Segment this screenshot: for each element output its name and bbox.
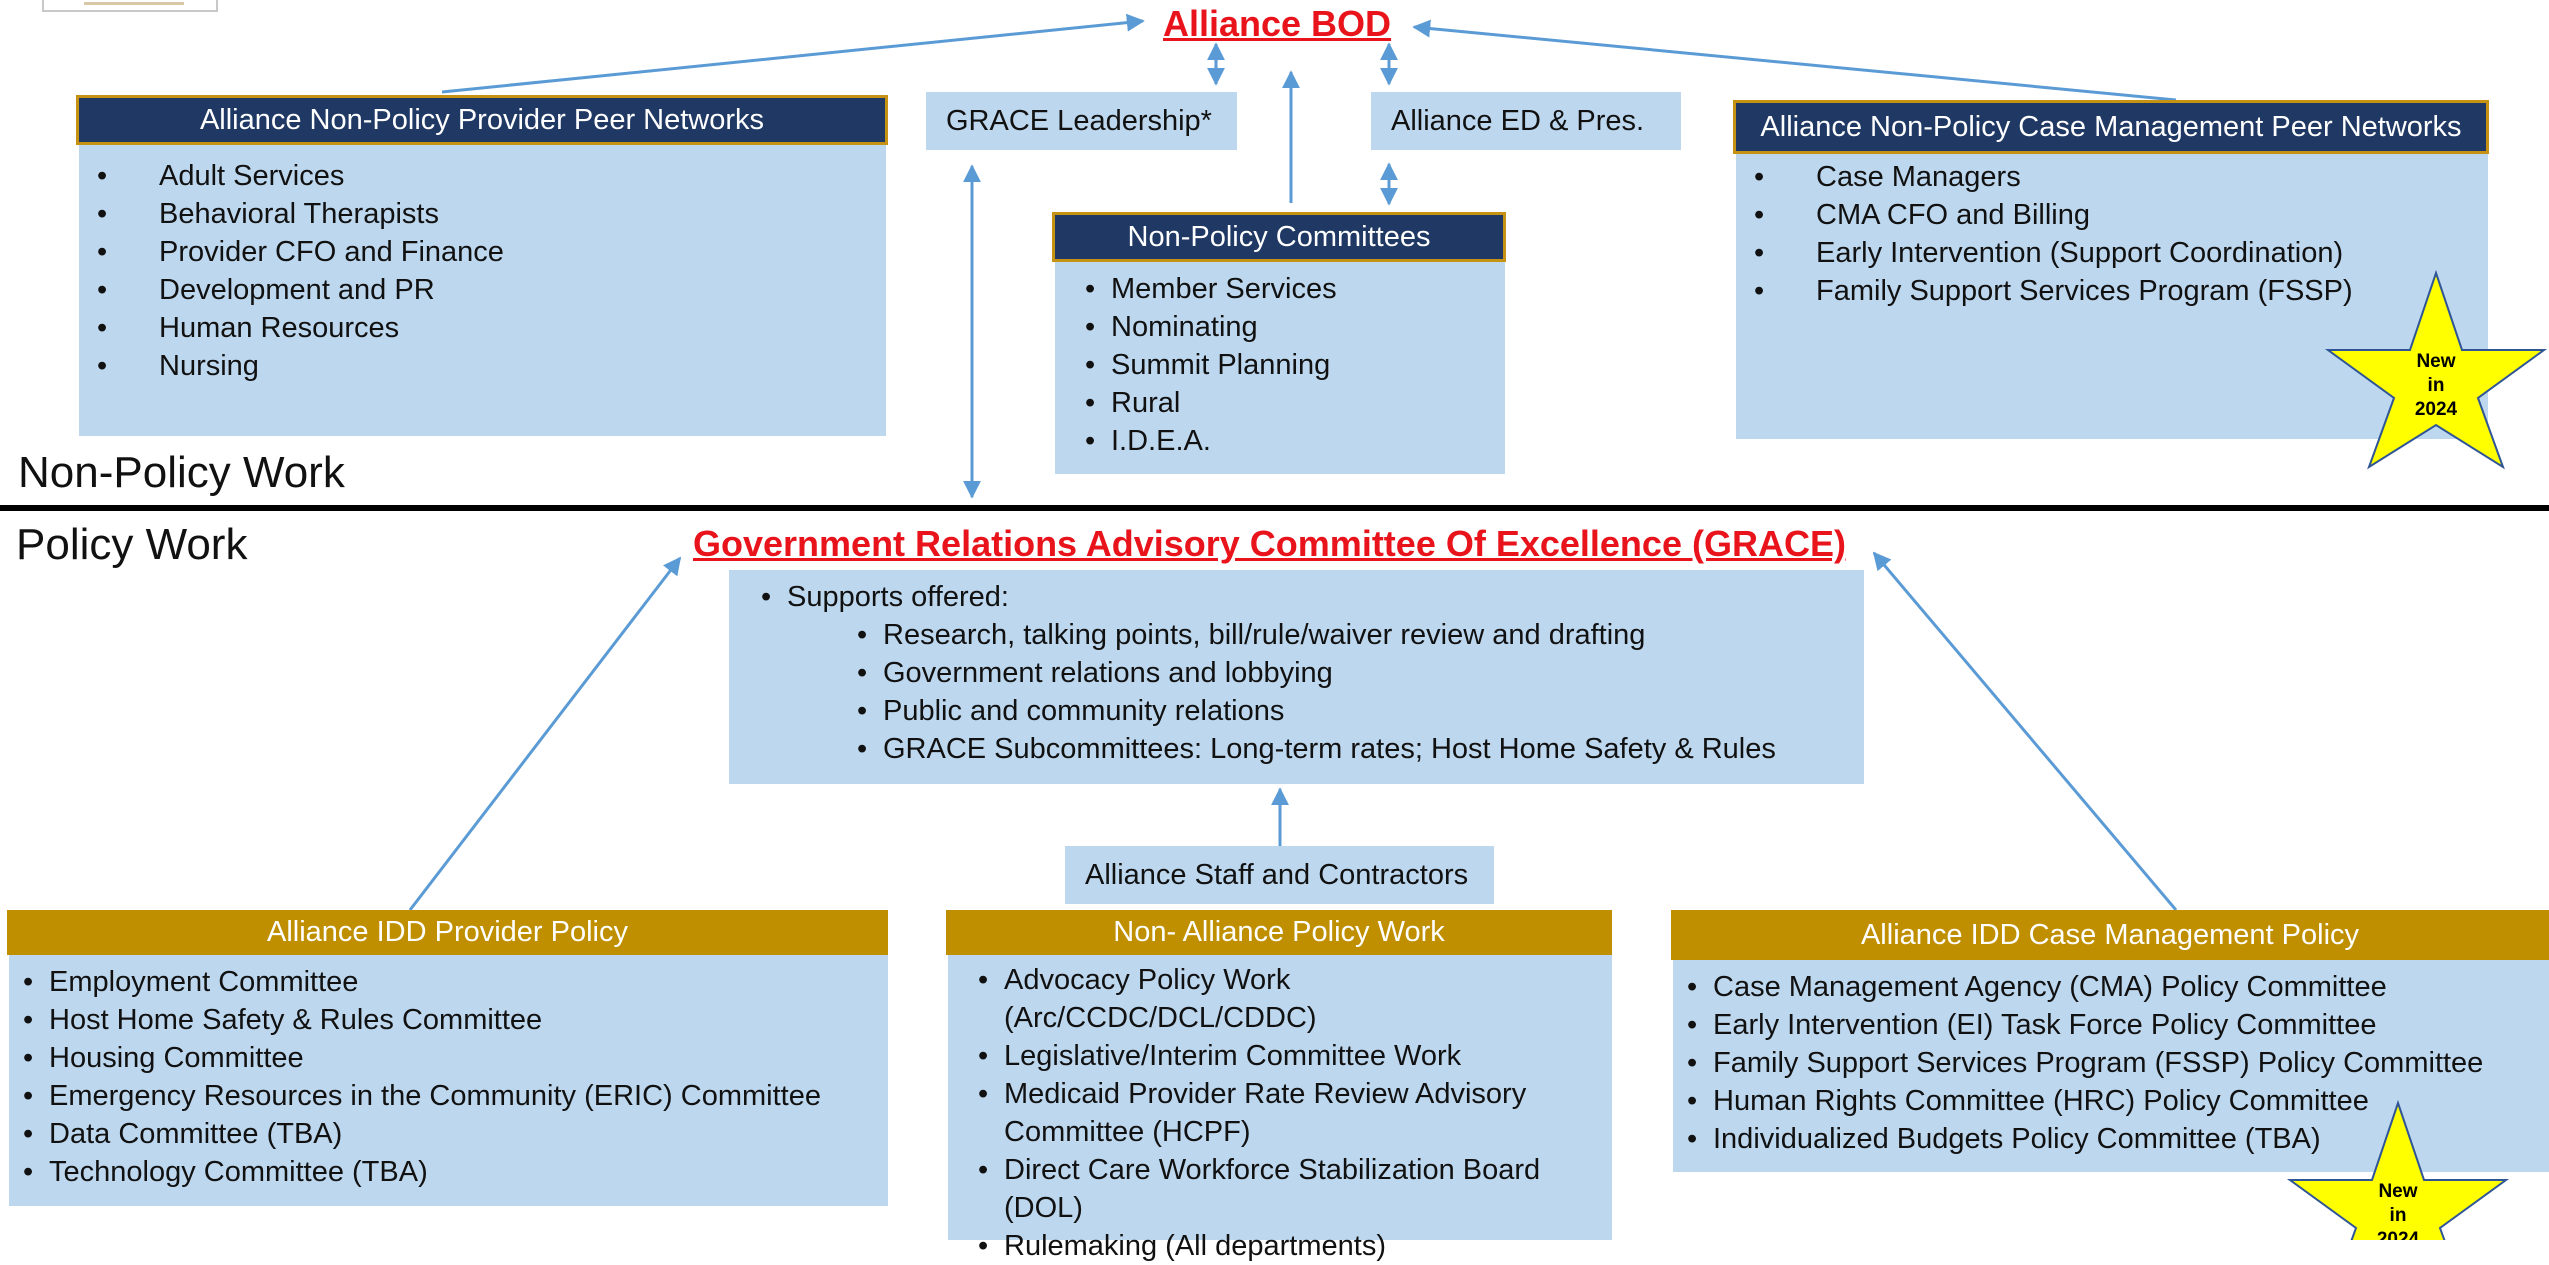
star-text-line: New (2378, 1181, 2417, 1202)
list-item: Nursing (79, 347, 886, 385)
list-item: Behavioral Therapists (79, 195, 886, 233)
non-policy-committees-list: Member Services Nominating Summit Planni… (1055, 262, 1505, 474)
list-item: Development and PR (79, 271, 886, 309)
list-item: Host Home Safety & Rules Committee (9, 1001, 888, 1039)
ed-pres-box: Alliance ED & Pres. (1371, 92, 1681, 150)
supports-lead: Supports offered: (747, 578, 1864, 616)
idd-case-mgmt-policy-header: Alliance IDD Case Management Policy (1671, 910, 2549, 960)
list-item: Direct Care Workforce Stabilization Boar… (964, 1151, 1592, 1227)
list-item: Housing Committee (9, 1039, 888, 1077)
non-alliance-policy-header: Non- Alliance Policy Work (946, 910, 1612, 955)
new-in-2024-star-badge: New in 2024 (2286, 1100, 2510, 1240)
list-item: Case Management Agency (CMA) Policy Comm… (1673, 968, 2549, 1006)
list-item: Summit Planning (1071, 346, 1505, 384)
non-policy-committees-header: Non-Policy Committees (1052, 212, 1506, 262)
policy-work-label: Policy Work (16, 520, 248, 569)
arrow-case-mgmt-peer-to-bod (1412, 19, 2177, 102)
list-item: Public and community relations (843, 692, 1864, 730)
case-mgmt-peer-networks-header: Alliance Non-Policy Case Management Peer… (1733, 100, 2489, 154)
list-item: Data Committee (TBA) (9, 1115, 888, 1153)
list-item: Technology Committee (TBA) (9, 1153, 888, 1191)
list-item: Adult Services (79, 157, 886, 195)
idd-provider-policy-header: Alliance IDD Provider Policy (7, 910, 888, 955)
list-item: Early Intervention (EI) Task Force Polic… (1673, 1006, 2549, 1044)
star-text-line: 2024 (2415, 399, 2458, 420)
list-item: Rural (1071, 384, 1505, 422)
arrow-provider-peer-to-bod (441, 13, 1145, 94)
staff-contractors-box: Alliance Staff and Contractors (1065, 846, 1494, 904)
list-item: Research, talking points, bill/rule/waiv… (843, 616, 1864, 654)
list-item: Nominating (1071, 308, 1505, 346)
list-item: CMA CFO and Billing (1736, 196, 2488, 234)
star-text-line: in (2390, 1205, 2407, 1226)
star-text-line: 2024 (2377, 1229, 2420, 1240)
list-item: Medicaid Provider Rate Review Advisory C… (964, 1075, 1592, 1151)
new-in-2024-star-badge: New in 2024 (2324, 270, 2548, 470)
grace-title: Government Relations Advisory Committee … (693, 523, 1846, 564)
grace-leadership-box: GRACE Leadership* (926, 92, 1237, 150)
section-divider (0, 505, 2549, 511)
non-alliance-policy-list: Advocacy Policy Work (Arc/CCDC/DCL/CDDC)… (948, 955, 1612, 1265)
provider-peer-networks-list: Adult Services Behavioral Therapists Pro… (79, 145, 886, 436)
list-item: Advocacy Policy Work (Arc/CCDC/DCL/CDDC) (964, 961, 1592, 1037)
list-item: Emergency Resources in the Community (ER… (9, 1077, 888, 1115)
list-item: Member Services (1071, 270, 1505, 308)
list-item: Government relations and lobbying (843, 654, 1864, 692)
grace-supports-box: Supports offered: Research, talking poin… (729, 570, 1864, 784)
alliance-bod-title: Alliance BOD (1163, 3, 1392, 44)
idd-provider-policy-list: Employment Committee Host Home Safety & … (9, 955, 888, 1206)
list-item: Rulemaking (All departments) (964, 1227, 1592, 1265)
list-item: Employment Committee (9, 963, 888, 1001)
star-text-line: in (2428, 375, 2445, 396)
list-item: Early Intervention (Support Coordination… (1736, 234, 2488, 272)
arrow-idd-provider-to-grace (408, 556, 682, 911)
list-item: Case Managers (1736, 158, 2488, 196)
arrow-idd-case-mgmt-to-grace (1872, 551, 2178, 911)
list-item: Human Resources (79, 309, 886, 347)
logo (42, 0, 218, 12)
list-item: Human Rights Committee (HRC) Policy Comm… (1673, 1082, 2549, 1120)
case-mgmt-peer-networks-list: Case Managers CMA CFO and Billing Early … (1736, 154, 2488, 439)
list-item: Provider CFO and Finance (79, 233, 886, 271)
star-text-line: New (2416, 351, 2455, 372)
list-item: Family Support Services Program (FSSP) P… (1673, 1044, 2549, 1082)
list-item: I.D.E.A. (1071, 422, 1505, 460)
list-item: Family Support Services Program (FSSP) (1736, 272, 2488, 310)
provider-peer-networks-header: Alliance Non-Policy Provider Peer Networ… (76, 95, 888, 145)
list-item: Legislative/Interim Committee Work (964, 1037, 1592, 1075)
list-item: GRACE Subcommittees: Long-term rates; Ho… (843, 730, 1864, 768)
list-item: Individualized Budgets Policy Committee … (1673, 1120, 2549, 1158)
non-policy-work-label: Non-Policy Work (18, 448, 345, 497)
